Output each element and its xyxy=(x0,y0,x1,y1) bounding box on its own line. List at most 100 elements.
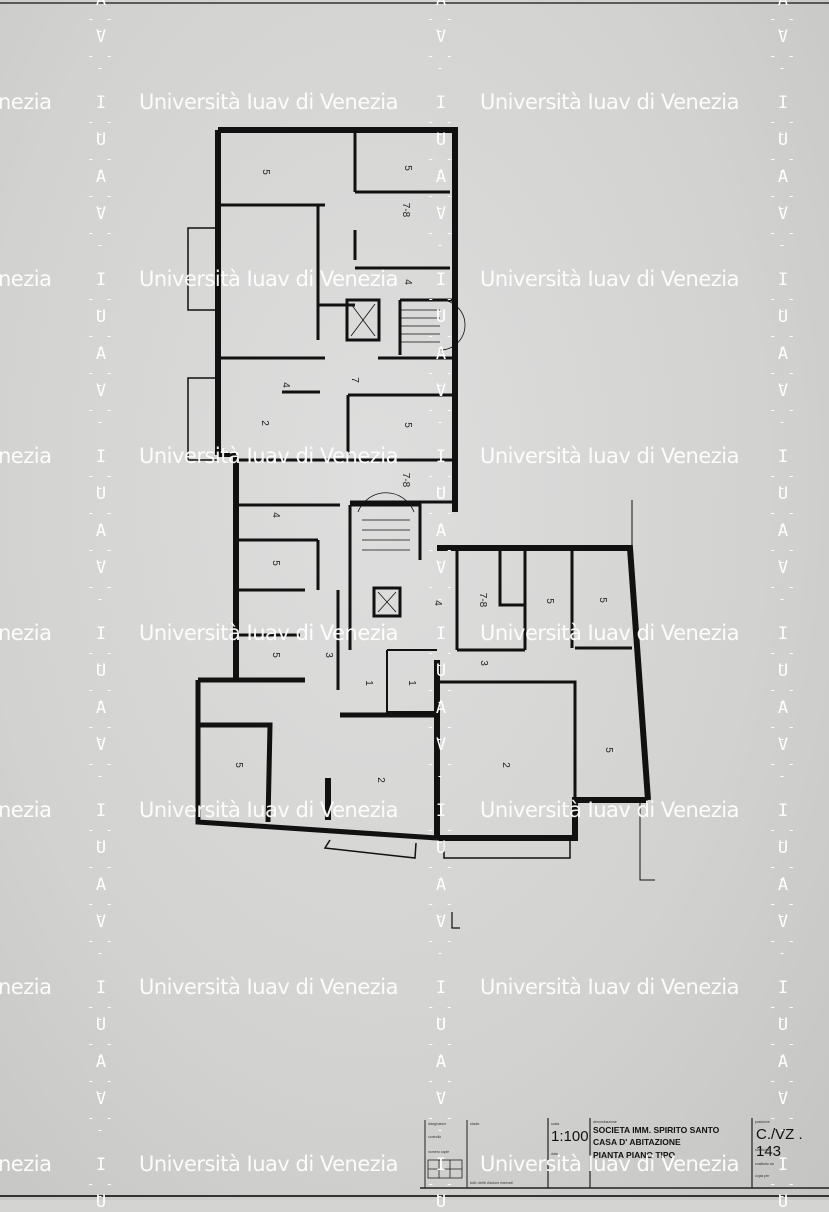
room-label: 2 xyxy=(259,420,270,426)
watermark-letter: U xyxy=(95,838,107,858)
title-line-3: PIANTA PIANO TIPO xyxy=(593,1150,676,1160)
label-data: data xyxy=(551,1152,558,1156)
watermark-letter: U xyxy=(435,1015,447,1035)
watermark-separator: - - - xyxy=(427,189,455,215)
watermark-letter: V xyxy=(777,912,789,932)
watermark-text: Università Iuav di Venezia xyxy=(139,621,398,645)
watermark-separator: - - - xyxy=(769,49,797,75)
watermark-letter: A xyxy=(95,875,107,895)
watermark-letter: I xyxy=(435,801,447,821)
watermark-separator: - - - xyxy=(427,757,455,783)
room-label: 5 xyxy=(233,762,244,768)
watermark-separator: - - - xyxy=(769,646,797,672)
watermark-separator: - - - xyxy=(427,580,455,606)
room-label: 2 xyxy=(375,777,386,783)
watermark-letter: U xyxy=(435,661,447,681)
watermark-letter: V xyxy=(435,558,447,578)
watermark-letter: A xyxy=(435,698,447,718)
watermark-letter: U xyxy=(95,130,107,150)
watermark-separator: - - - xyxy=(427,543,455,569)
room-label: 1 xyxy=(406,680,417,686)
watermark-separator: - - - xyxy=(87,757,115,783)
watermark-separator: - - - xyxy=(769,469,797,495)
label-copia: copia per xyxy=(755,1174,770,1178)
scale-value: 1:100 xyxy=(551,1128,589,1145)
watermark-letter: A xyxy=(777,1052,789,1072)
watermark-letter: U xyxy=(435,1192,447,1212)
watermark-separator: - - - xyxy=(87,152,115,178)
walls xyxy=(187,127,655,929)
watermark-separator: - - - xyxy=(769,860,797,886)
watermark-letter: I xyxy=(95,447,107,467)
watermark-separator: - - - xyxy=(427,115,455,141)
watermark-letter: V xyxy=(435,912,447,932)
room-label: 5 xyxy=(270,652,281,658)
label-rights: tutti i diritti d'autore riservati xyxy=(470,1181,513,1185)
watermark-text: nezia xyxy=(0,1152,52,1176)
watermark-separator: - - - xyxy=(427,292,455,318)
watermark-separator: - - - xyxy=(87,1074,115,1100)
watermark-separator: - - - xyxy=(87,12,115,38)
watermark-letter: V xyxy=(95,735,107,755)
watermark-letter: U xyxy=(95,1015,107,1035)
watermark-letter: V xyxy=(95,27,107,47)
watermark-separator: - - - xyxy=(427,329,455,355)
watermark-separator: - - - xyxy=(769,226,797,252)
watermark-separator: - - - xyxy=(427,934,455,960)
watermark-letter: V xyxy=(777,27,789,47)
room-label: 4 xyxy=(432,600,443,606)
watermark-letter: I xyxy=(435,1155,447,1175)
watermark-separator: - - - xyxy=(87,580,115,606)
watermark-letter: I xyxy=(777,1155,789,1175)
watermark-separator: - - - xyxy=(769,934,797,960)
watermark-separator: - - - xyxy=(769,403,797,429)
watermark-letter: A xyxy=(95,1052,107,1072)
watermark-text: Università Iuav di Venezia xyxy=(139,975,398,999)
label-studio: studio xyxy=(470,1122,480,1126)
watermark-separator: - - - xyxy=(769,506,797,532)
watermark-letter: A xyxy=(435,1052,447,1072)
title-line-1: SOCIETA IMM. SPIRITO SANTO xyxy=(593,1125,720,1135)
watermark-separator: - - - xyxy=(427,897,455,923)
watermark-separator: - - - xyxy=(87,823,115,849)
room-label: 4 xyxy=(402,279,413,285)
watermark-separator: - - - xyxy=(427,366,455,392)
watermark-letter: U xyxy=(95,1192,107,1212)
watermark-letter: V xyxy=(435,1089,447,1109)
watermark-letter: A xyxy=(95,0,107,10)
room-label: 5 xyxy=(402,422,413,428)
room-label: 7 xyxy=(349,377,360,383)
watermark-separator: - - - xyxy=(87,543,115,569)
watermark-letter: U xyxy=(777,838,789,858)
watermark-letter: U xyxy=(435,307,447,327)
watermark-separator: - - - xyxy=(427,1177,455,1203)
watermark-letter: A xyxy=(435,0,447,10)
watermark-separator: - - - xyxy=(427,683,455,709)
watermark-text: Università Iuav di Venezia xyxy=(139,798,398,822)
watermark-letter: A xyxy=(435,167,447,187)
watermark-separator: - - - xyxy=(87,506,115,532)
watermark-letter: I xyxy=(435,93,447,113)
watermark-separator: - - - xyxy=(87,329,115,355)
watermark-letter: U xyxy=(435,838,447,858)
watermark-letter: U xyxy=(777,1192,789,1212)
watermark-letter: I xyxy=(777,624,789,644)
watermark-separator: - - - xyxy=(427,860,455,886)
room-label: 7-8 xyxy=(400,203,411,218)
watermark-letter: U xyxy=(95,307,107,327)
watermark-letter: V xyxy=(95,912,107,932)
watermark-separator: - - - xyxy=(769,366,797,392)
watermark-letter: A xyxy=(95,521,107,541)
watermark-letter: V xyxy=(777,558,789,578)
watermark-letter: V xyxy=(95,558,107,578)
watermark-letter: U xyxy=(777,307,789,327)
watermark-separator: - - - xyxy=(87,1037,115,1063)
room-label: 4 xyxy=(270,512,281,518)
watermark-separator: - - - xyxy=(427,152,455,178)
room-label: 5 xyxy=(270,560,281,566)
watermark-separator: - - - xyxy=(427,226,455,252)
watermark-letter: U xyxy=(95,484,107,504)
watermark-separator: - - - xyxy=(87,469,115,495)
watermark-letter: I xyxy=(95,93,107,113)
